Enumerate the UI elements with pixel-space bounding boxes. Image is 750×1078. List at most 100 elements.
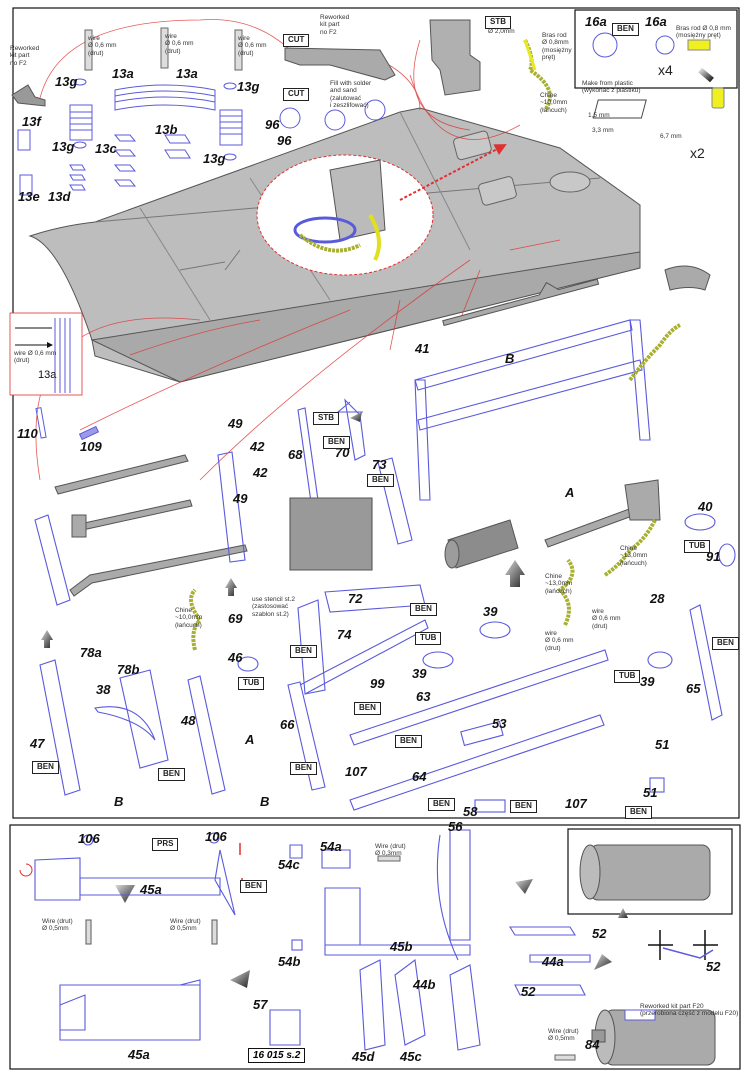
part-number-label: 13g [52, 139, 75, 154]
brass-bolt [711, 87, 725, 109]
part-number-label: 13a [38, 369, 57, 381]
instruction-tag: TUB [684, 540, 711, 553]
part-number-label: 54a [320, 839, 342, 854]
part-number-label: 69 [228, 611, 243, 626]
annotation-note: wire Ø 0,6 mm (drut) [592, 608, 621, 630]
part-number-label: 48 [181, 713, 196, 728]
annotation-note: Fill with solder and sand (zalutować i z… [330, 80, 372, 110]
annotation-note: wire Ø 0,6 mm (drut) [88, 35, 117, 57]
instruction-tag: BEN [240, 880, 267, 893]
part-number-label: 70 [335, 445, 350, 460]
part-number-label: A [245, 732, 255, 747]
part-number-label: 107 [345, 764, 367, 779]
kit-part-f2 [11, 84, 46, 107]
instruction-tag: CUT [283, 88, 310, 101]
instruction-tag: BEN [290, 645, 317, 658]
part-number-label: 96 [277, 133, 292, 148]
mount-part [429, 19, 481, 96]
part-number-label: 13e [18, 189, 40, 204]
part-number-label: 39 [483, 604, 498, 619]
part-number-label: 78b [117, 662, 140, 677]
part-number-label: 109 [80, 439, 102, 454]
annotation-note: Reworked kit part no F2 [10, 45, 40, 67]
annotation-note: Chine ~10,0mm (łańcuch) [175, 607, 203, 629]
sheet-code: 16 015 s.2 [248, 1048, 306, 1063]
part-number-label: 39 [640, 674, 655, 689]
annotation-note: 3,3 mm [592, 127, 614, 134]
part-number-label: 56 [448, 819, 463, 834]
part-number-label: 45d [352, 1049, 375, 1064]
parts-13 [17, 27, 386, 196]
part-number-label: 41 [415, 341, 430, 356]
part-number-label: B [114, 794, 124, 809]
instruction-tag: BEN [290, 762, 317, 775]
part-number-label: 16a [645, 14, 667, 29]
plastic-block [592, 99, 647, 119]
brass-rod [523, 39, 537, 71]
part-number-label: 54c [278, 857, 300, 872]
part-number-label: 52 [706, 959, 721, 974]
part-number-label: 53 [492, 716, 507, 731]
instruction-tag: TUB [614, 670, 641, 683]
part-number-label: 42 [253, 465, 268, 480]
instruction-tag: BEN [158, 768, 185, 781]
part-number-label: 58 [463, 804, 478, 819]
instruction-tag: STB [485, 16, 511, 29]
annotation-note: 1,5 mm [588, 112, 610, 119]
bottom-section-frame [9, 824, 741, 1070]
part-number-label: 110 [17, 426, 38, 441]
annotation-note: Chine ~13,0mm (łańcuch) [545, 573, 573, 595]
part-number-label: 39 [412, 666, 427, 681]
part-45a-assembly [34, 829, 591, 1051]
instruction-tag: TUB [238, 677, 265, 690]
annotation-note: Chine ~10,0mm (łańcuch) [540, 92, 568, 114]
annotation-note: Wire (drut) Ø 0,5mm [170, 918, 201, 933]
annotation-note: Bras rod Ø 0,8mm (mosiężny pręt) [542, 32, 572, 62]
instruction-tag: BEN [395, 735, 422, 748]
annotation-note: wire Ø 0,6 mm (drut) [14, 350, 57, 365]
part-number-label: 51 [655, 737, 670, 752]
part-number-label: 78a [80, 645, 102, 660]
part-number-label: 52 [592, 926, 607, 941]
part-number-label: 99 [370, 676, 385, 691]
part-number-label: 72 [348, 591, 363, 606]
part-number-label: 68 [288, 447, 303, 462]
instruction-tag: BEN [32, 761, 59, 774]
instruction-tag: BEN [410, 603, 437, 616]
part-number-label: 13b [155, 122, 178, 137]
part-number-label: 13c [95, 141, 117, 156]
instruction-tag: BEN [367, 474, 394, 487]
part-number-label: 46 [228, 650, 243, 665]
annotation-note: Make from plastic (wykonać z plastiku) [582, 80, 641, 95]
part-number-label: 106 [205, 829, 227, 844]
annotation-note: use stencil st.2 (zastosować szablon st.… [252, 596, 295, 618]
instruction-tag: BEN [510, 800, 537, 813]
instruction-tag: BEN [712, 637, 739, 650]
instruction-tag: STB [313, 412, 339, 425]
part-number-label: 49 [228, 416, 243, 431]
annotation-note: Chine ~13,0mm (łańcuch) [620, 545, 648, 567]
part-number-label: 66 [280, 717, 295, 732]
part-number-label: 65 [686, 681, 701, 696]
annotation-note: Reworked kit part F20 (przerobiona część… [640, 1003, 739, 1018]
part-number-label: 13d [48, 189, 71, 204]
part-number-label: 13f [22, 114, 41, 129]
part-number-label: 106 [78, 831, 100, 846]
blue-pe-parts [34, 319, 736, 813]
instruction-tag: TUB [415, 632, 442, 645]
kit-part-f2-reworked [284, 47, 396, 81]
gray-kit-parts [54, 265, 711, 597]
instruction-tag: BEN [625, 806, 652, 819]
part-number-label: 44a [542, 954, 564, 969]
annotation-note: wire Ø 0,6 mm (drut) [165, 33, 194, 55]
quantity-multiplier: x4 [658, 62, 673, 78]
instruction-tag: BEN [323, 436, 350, 449]
annotation-note: wire Ø 0,6 mm (drut) [238, 35, 267, 57]
annotation-note: Ø 2,0mm [488, 28, 515, 35]
part-number-label: 42 [250, 439, 265, 454]
part-number-label: 45b [390, 939, 413, 954]
annotation-note: Wire (drut) Ø 0,5mm [548, 1028, 579, 1043]
part-number-label: 40 [698, 499, 713, 514]
